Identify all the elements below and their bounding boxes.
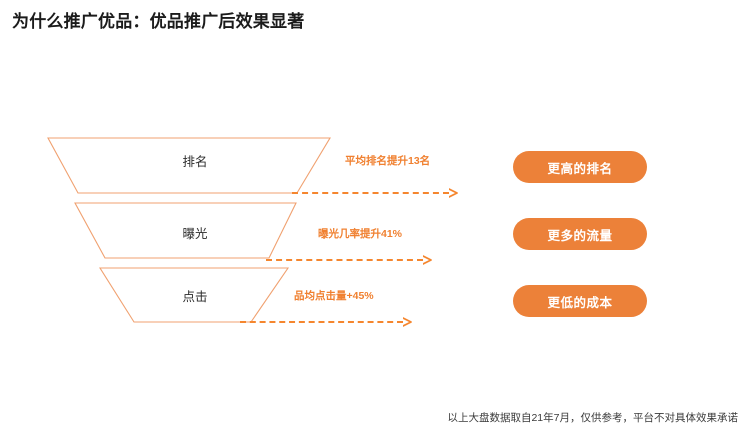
footer-disclaimer: 以上大盘数据取自21年7月，仅供参考，平台不对具体效果承诺 xyxy=(447,412,738,424)
outcome-pill-higher-ranking[interactable]: 更高的排名 xyxy=(513,151,647,183)
dashed-arrow-icon xyxy=(240,317,412,327)
outcome-pill-label: 更多的流量 xyxy=(547,228,613,243)
metric-label-click: 品均点击量+45% xyxy=(294,290,374,302)
arrow-head-icon xyxy=(403,317,412,327)
metric-label-ranking: 平均排名提升13名 xyxy=(345,155,431,167)
outcome-pill-more-traffic[interactable]: 更多的流量 xyxy=(513,218,647,250)
outcome-pill-label: 更高的排名 xyxy=(547,161,613,176)
metric-label-exposure: 曝光几率提升41% xyxy=(318,228,403,240)
funnel-stage-label-ranking: 排名 xyxy=(182,155,208,169)
arrow-head-icon xyxy=(423,255,432,265)
arrow-line xyxy=(266,259,423,261)
arrow-line xyxy=(292,192,449,194)
funnel-shapes-svg xyxy=(47,137,331,323)
dashed-arrow-icon xyxy=(266,255,432,265)
funnel-stage-label-click: 点击 xyxy=(182,290,208,304)
funnel-stage-shape-exposure xyxy=(74,202,297,259)
funnel-diagram: 排名 曝光 点击 xyxy=(47,137,331,323)
outcome-pill-label: 更低的成本 xyxy=(547,295,613,310)
arrow-line xyxy=(240,321,403,323)
funnel-stage-label-exposure: 曝光 xyxy=(182,227,208,241)
dashed-arrow-icon xyxy=(292,188,458,198)
page-title: 为什么推广优品：优品推广后效果显著 xyxy=(12,12,305,31)
outcome-pill-lower-cost[interactable]: 更低的成本 xyxy=(513,285,647,317)
arrow-head-icon xyxy=(449,188,458,198)
